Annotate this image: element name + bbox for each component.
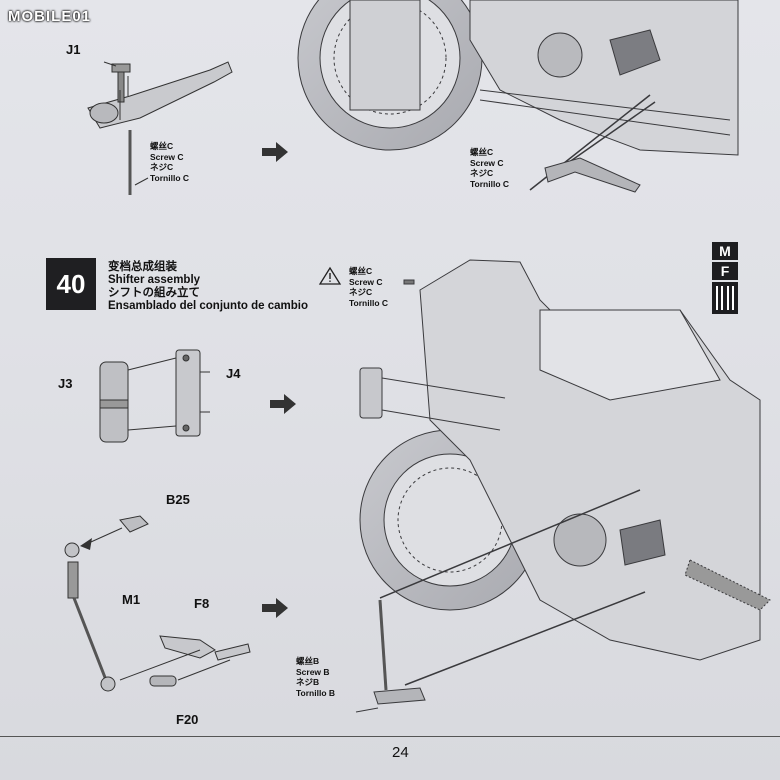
j3-part bbox=[99, 361, 129, 443]
arrow-icon-2 bbox=[270, 394, 296, 414]
part-label-j3: J3 bbox=[58, 376, 73, 391]
screw-label-top-right: 螺丝C Screw C ネジC Tornillo C bbox=[470, 147, 510, 189]
part-label-m1: M1 bbox=[122, 592, 141, 607]
f20-part bbox=[149, 675, 177, 687]
b25-part bbox=[119, 515, 149, 533]
motorcycle-top-drawing bbox=[297, 0, 739, 193]
f8-part bbox=[159, 635, 251, 661]
m1-part bbox=[64, 542, 116, 692]
part-label-j1: J1 bbox=[66, 42, 81, 57]
page-number: 24 bbox=[392, 744, 409, 761]
kickstand-drawing bbox=[87, 61, 233, 195]
screw-label-top-left: 螺丝C Screw C ネジC Tornillo C bbox=[150, 141, 190, 183]
screw-label-step: 螺丝C Screw C ネジC Tornillo C bbox=[349, 266, 389, 308]
arrow-icon-1 bbox=[262, 142, 288, 162]
marker-f: F bbox=[712, 262, 738, 280]
step-title: 变档总成组装 Shifter assembly シフトの組み立て Ensambl… bbox=[108, 261, 308, 312]
j4-part bbox=[175, 349, 210, 437]
part-label-b25: B25 bbox=[166, 492, 190, 507]
arrow-icon-3 bbox=[262, 598, 288, 618]
footer-divider bbox=[0, 736, 780, 737]
marker-bars-icon bbox=[712, 282, 738, 314]
part-label-f20: F20 bbox=[176, 712, 199, 727]
step-number-badge: 40 bbox=[46, 258, 96, 310]
part-label-f8: F8 bbox=[194, 596, 210, 611]
mf-marker: M F bbox=[712, 242, 738, 314]
motorcycle-main-drawing bbox=[355, 259, 771, 713]
watermark: MOBILE01 bbox=[8, 8, 92, 25]
part-label-j4: J4 bbox=[226, 366, 241, 381]
warning-icon bbox=[318, 266, 342, 285]
screw-label-bottom: 螺丝B Screw B ネジB Tornillo B bbox=[296, 656, 336, 698]
marker-m: M bbox=[712, 242, 738, 260]
